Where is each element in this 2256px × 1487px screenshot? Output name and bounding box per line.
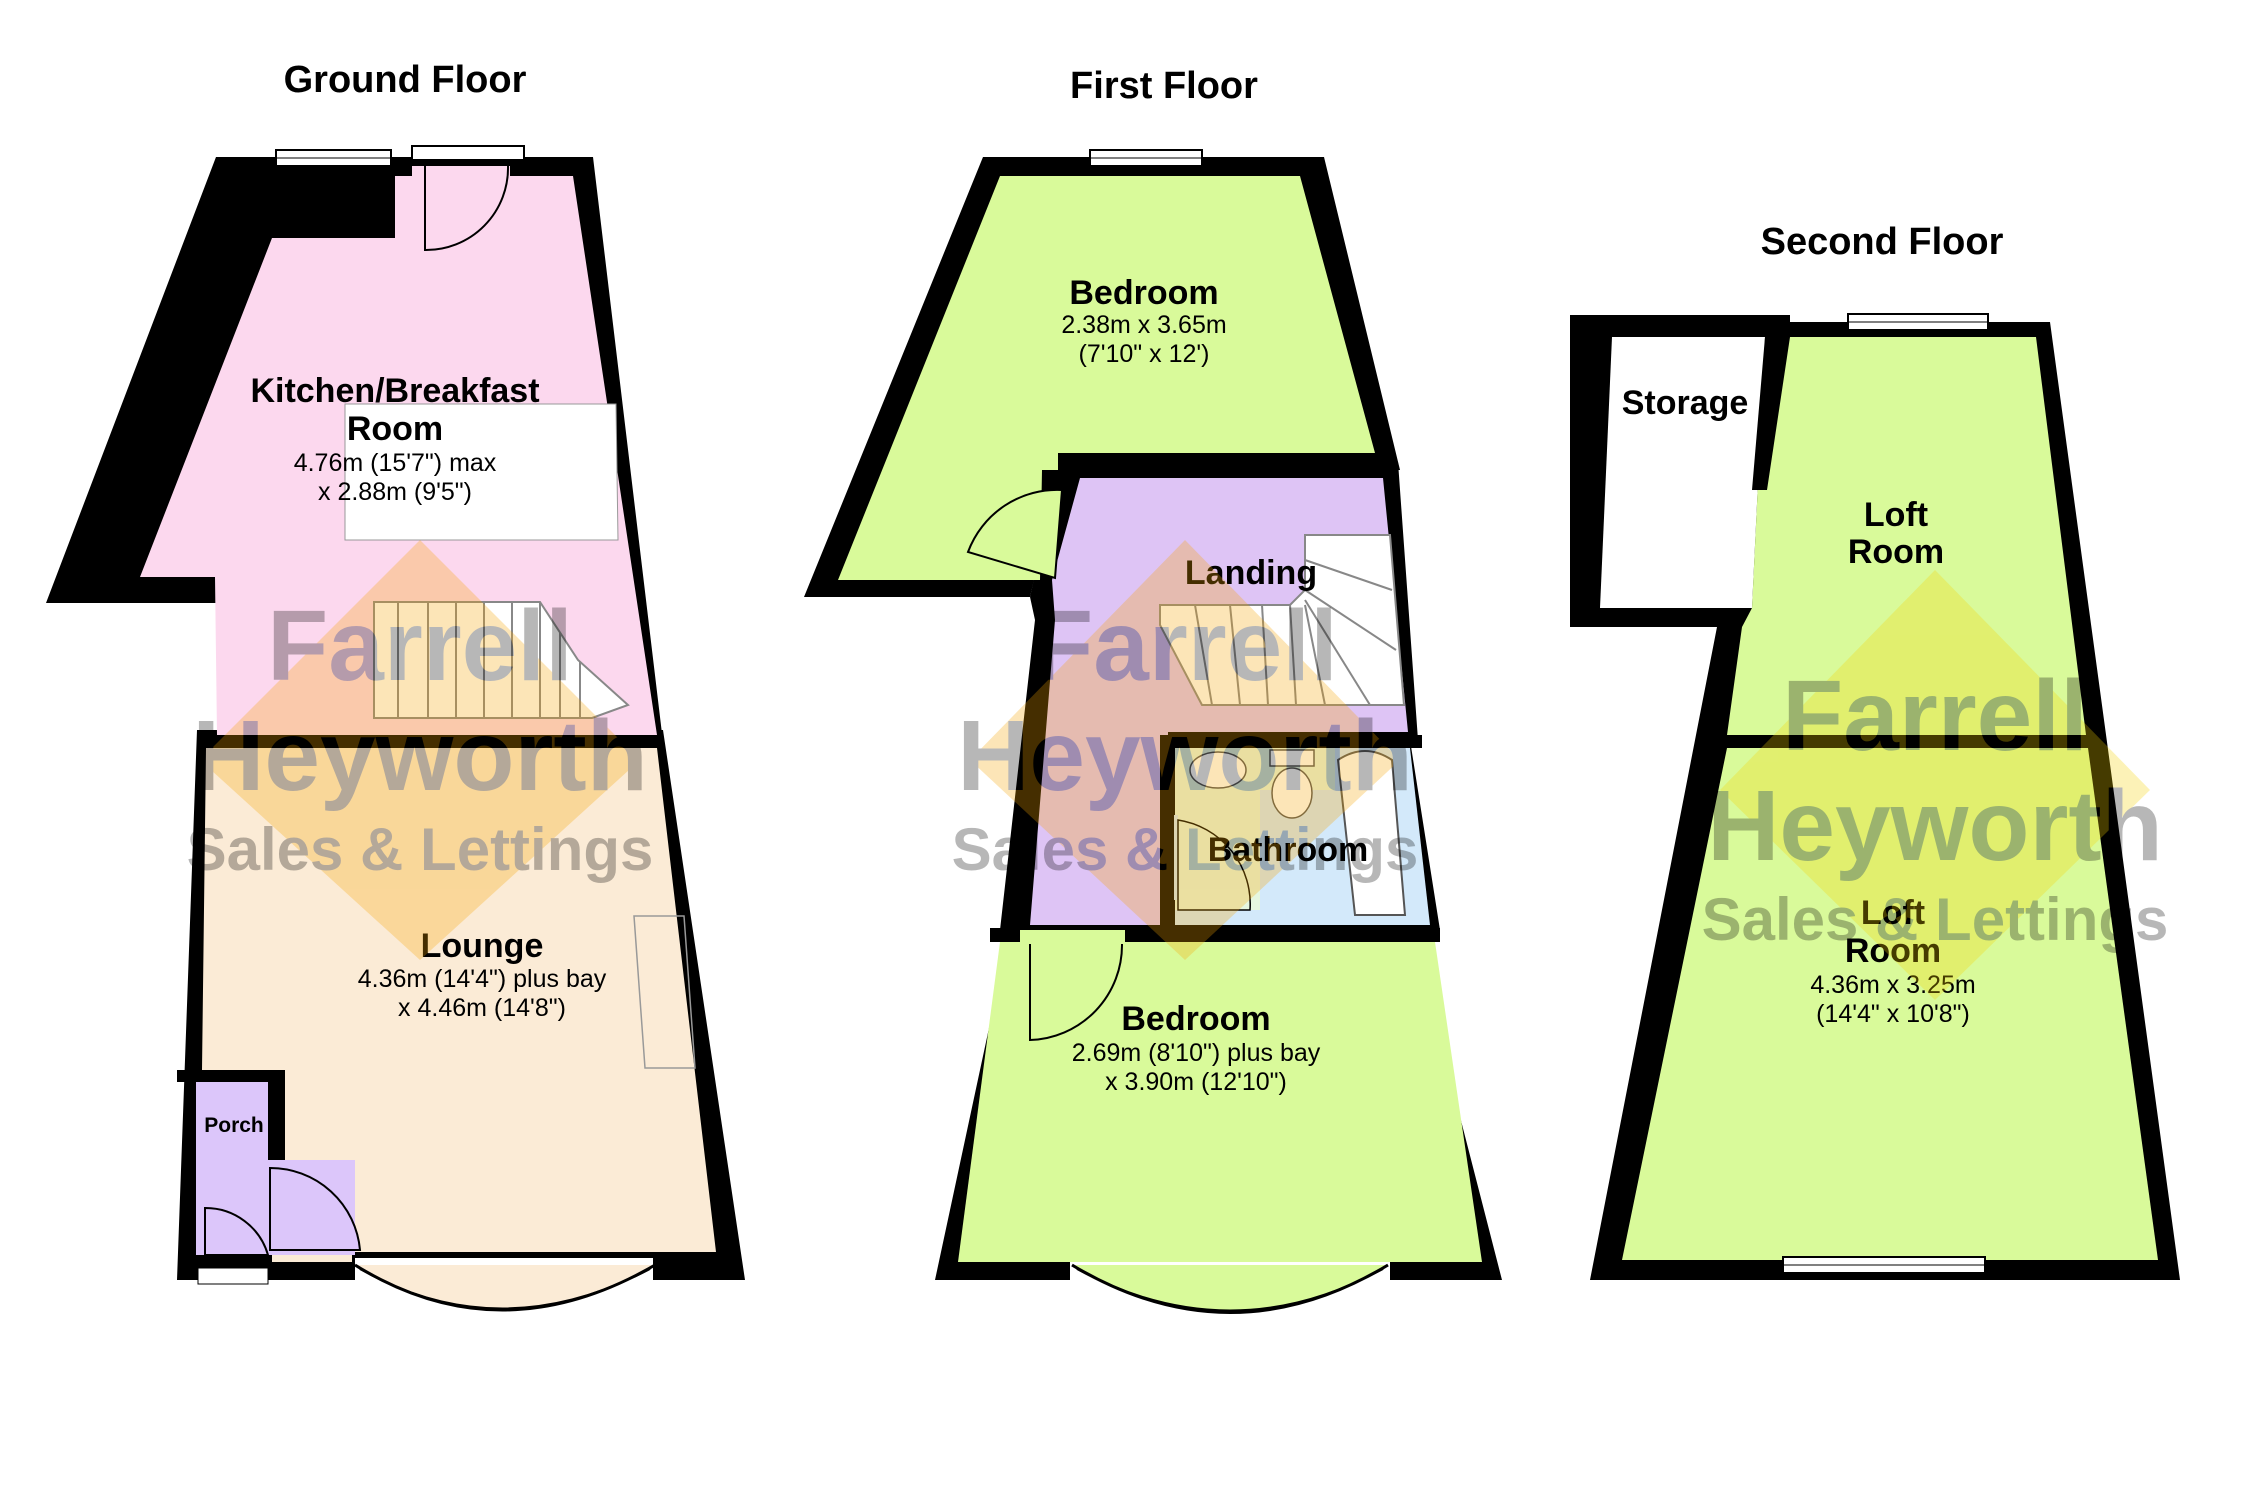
svg-text:Sales & Lettings: Sales & Lettings: [1702, 886, 2169, 953]
ground-stairs: [373, 601, 630, 719]
svg-text:Sales & Lettings: Sales & Lettings: [187, 816, 654, 883]
kitchen-counter-area: [344, 403, 619, 541]
kitchen-name-line2: Room: [347, 410, 443, 448]
room-bedroom-rear: [838, 176, 1375, 580]
bathroom-door: [1177, 819, 1251, 911]
porch-door-inner: [204, 1206, 270, 1256]
loft-front-dim-line2: (14'4" x 10'8"): [1816, 1000, 1970, 1028]
kitchen-dim-line1: 4.76m (15'7") max: [294, 449, 497, 477]
watermark-second: Farrell Heyworth Sales & Lettings: [1702, 570, 2169, 1000]
bathroom-wall-left: [1160, 735, 1174, 935]
porch-wall-right: [268, 1070, 285, 1160]
ground-floor: Ground Floor Kitchen/Breakfast Room 4.76…: [46, 59, 745, 1312]
svg-text:Farrell: Farrell: [1032, 590, 1338, 702]
bathroom-toilet-cistern: [1269, 749, 1315, 767]
lounge-fireplace: [633, 915, 696, 1069]
porch-door: [269, 1166, 362, 1251]
svg-text:Sales & Lettings: Sales & Lettings: [952, 816, 1419, 883]
bedroom-rear-door: [966, 488, 1064, 580]
kitchen-window-right: [411, 145, 525, 161]
first-floor: First Floor Bedroom 2.38m x 3.65m (7'10"…: [804, 65, 1502, 1314]
room-lounge: [202, 748, 716, 1262]
first-stairs: [1159, 534, 1406, 706]
storage-divider-wall: [1752, 337, 1790, 490]
room-loft-front: [1622, 748, 2158, 1260]
ground-partition-wall: [393, 735, 663, 748]
svg-text:Farrell: Farrell: [1782, 660, 2088, 772]
bedroom-front-name: Bedroom: [1121, 1000, 1270, 1038]
watermark-ground: Farrell Heyworth Sales & Lettings: [187, 540, 654, 960]
svg-text:Heyworth: Heyworth: [1707, 770, 2163, 882]
lounge-dim-line2: x 4.46m (14'8"): [398, 994, 566, 1022]
loft-rear-name-line1: Loft: [1864, 496, 1928, 534]
bathroom-bath: [1336, 750, 1407, 916]
kitchen-dim-line2: x 2.88m (9'5"): [318, 478, 472, 506]
room-loft-rear: [1727, 337, 2086, 735]
loft-partition-right: [2020, 735, 2090, 748]
porch-name: Porch: [204, 1114, 264, 1137]
room-bedroom-front: [958, 942, 1482, 1262]
bathroom-door-gap: [1174, 815, 1178, 900]
loft-partition-left: [1722, 735, 1790, 748]
room-storage: [1600, 337, 1765, 608]
lounge-dim-line1: 4.36m (14'4") plus bay: [358, 965, 607, 993]
storage-name: Storage: [1622, 384, 1749, 422]
bedroom-front-dim-line1: 2.69m (8'10") plus bay: [1072, 1039, 1321, 1067]
second-floor-title: Second Floor: [1761, 221, 2004, 263]
lounge-bay-window-inner: [359, 1268, 651, 1310]
bathroom-basin: [1189, 751, 1247, 789]
lounge-name: Lounge: [421, 927, 544, 965]
loft-front-dim-line1: 4.36m x 3.25m: [1810, 971, 1975, 999]
kitchen-name-line1: Kitchen/Breakfast: [250, 372, 539, 410]
first-floor-title: First Floor: [1070, 65, 1258, 107]
loft-front-name-line1: Loft: [1861, 894, 1925, 932]
svg-text:Farrell: Farrell: [267, 590, 573, 702]
bedroom-rear-dim-line1: 2.38m x 3.65m: [1061, 311, 1226, 339]
bedroom-front-dim-line2: x 3.90m (12'10"): [1105, 1068, 1287, 1096]
svg-text:Heyworth: Heyworth: [192, 700, 648, 812]
loft-front-name-line2: Room: [1845, 932, 1941, 970]
porch-wall-top: [177, 1070, 285, 1082]
bedroom-rear-name: Bedroom: [1069, 274, 1218, 312]
bathroom-name: Bathroom: [1208, 831, 1369, 869]
bedroom-bay-window-inner: [1076, 1268, 1384, 1312]
loft-rear-name-line2: Room: [1848, 533, 1944, 571]
bathroom-toilet: [1271, 767, 1313, 819]
bathroom-wall-top: [1160, 735, 1422, 748]
ground-floor-title: Ground Floor: [284, 59, 527, 101]
second-floor: Second Floor Storage Loft Room Loft Room…: [1570, 221, 2180, 1280]
bedroom-door-gap: [1020, 930, 1125, 942]
bedroom-front-door: [1029, 943, 1124, 1042]
watermark-first: Farrell Heyworth Sales & Lettings: [952, 540, 1419, 960]
svg-text:Heyworth: Heyworth: [957, 700, 1413, 812]
landing-name: Landing: [1185, 554, 1317, 592]
bedroom-rear-dim-line2: (7'10" x 12'): [1079, 340, 1210, 368]
kitchen-back-door: [424, 165, 510, 252]
front-door-gap: [197, 1267, 269, 1285]
